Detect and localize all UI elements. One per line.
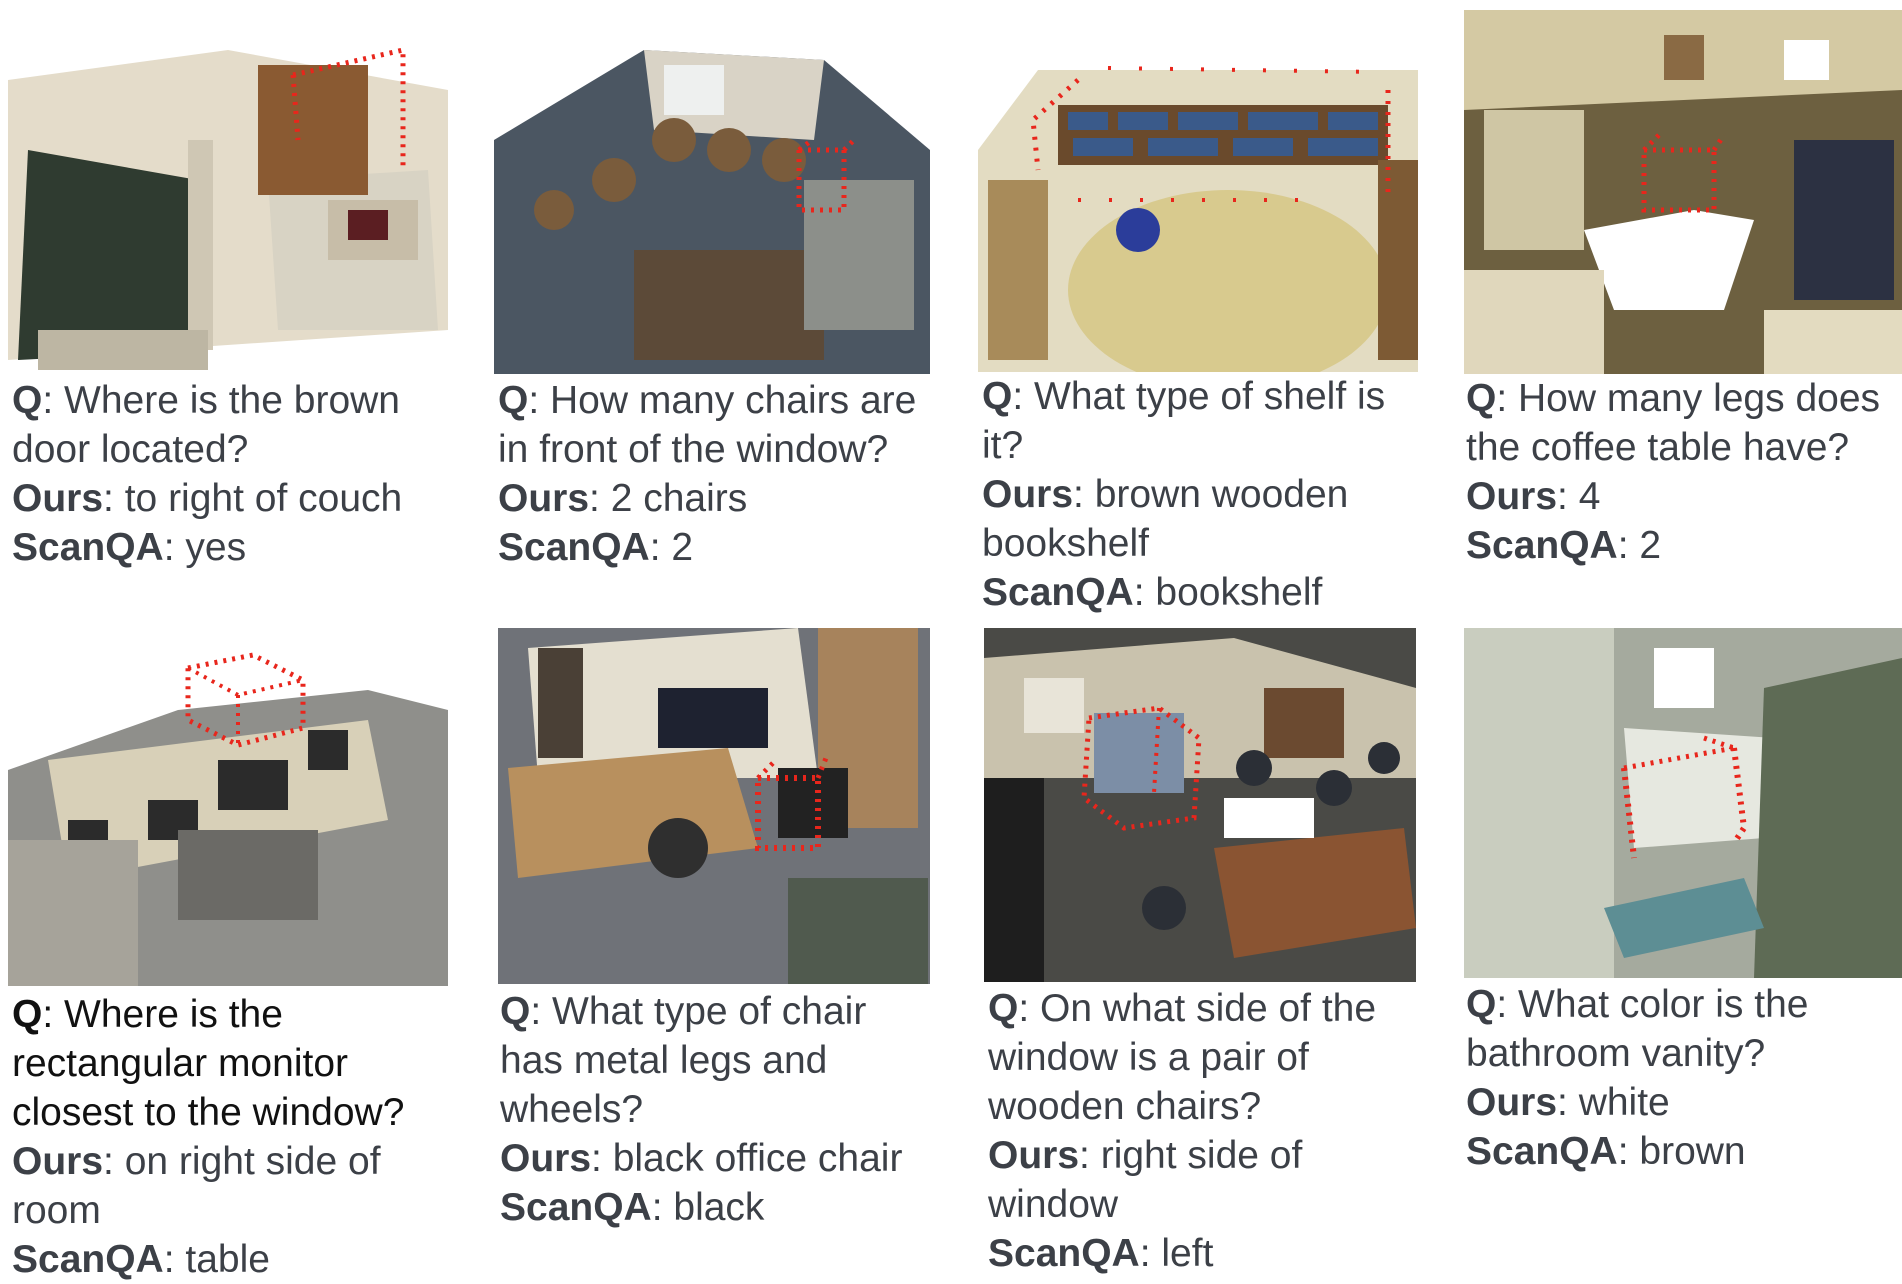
- caption-8: Q: What color is the bathroom vanity? Ou…: [1466, 983, 1809, 1173]
- caption-4: Q: How many legs does the coffee table h…: [1466, 377, 1881, 567]
- scanqa-label: ScanQA: [988, 1232, 1140, 1275]
- q-label: Q: [1466, 377, 1497, 420]
- scanqa-answer: left: [1161, 1232, 1214, 1275]
- scanqa-label: ScanQA: [12, 1238, 164, 1281]
- q-label: Q: [988, 987, 1019, 1030]
- scene-image-1: [8, 30, 448, 374]
- caption-6: Q: What type of chair has metal legs and…: [500, 990, 903, 1229]
- scanqa-answer: table: [185, 1238, 270, 1281]
- ours-label: Ours: [12, 477, 104, 520]
- q-label: Q: [1466, 983, 1497, 1026]
- ours-answer: right side of window: [988, 1134, 1303, 1226]
- ours-label: Ours: [982, 473, 1074, 516]
- scanqa-label: ScanQA: [1466, 524, 1618, 567]
- caption-2: Q: How many chairs are in front of the w…: [498, 379, 917, 569]
- q-label: Q: [982, 375, 1013, 418]
- scanqa-answer: 2: [671, 526, 694, 569]
- ours-label: Ours: [498, 477, 590, 520]
- caption-7: Q: On what side of the window is a pair …: [988, 987, 1377, 1275]
- q-label: Q: [498, 379, 529, 422]
- scanqa-label: ScanQA: [498, 526, 650, 569]
- question-text: Where is the brown door located?: [12, 379, 400, 471]
- scene-image-6: [498, 628, 930, 984]
- ours-label: Ours: [500, 1137, 592, 1180]
- scanqa-label: ScanQA: [500, 1186, 652, 1229]
- scanqa-answer: brown: [1639, 1130, 1746, 1173]
- q-label: Q: [12, 379, 43, 422]
- scanqa-answer: bookshelf: [1155, 571, 1323, 614]
- scanqa-answer: black: [673, 1186, 765, 1229]
- ours-answer: brown wooden bookshelf: [982, 473, 1349, 565]
- scanqa-label: ScanQA: [12, 526, 164, 569]
- question-text: On what side of the window is a pair of …: [988, 987, 1377, 1128]
- question-text: What type of chair has metal legs and wh…: [500, 990, 867, 1131]
- scene-image-2: [494, 30, 930, 374]
- question-text: How many chairs are in front of the wind…: [498, 379, 917, 471]
- scanqa-label: ScanQA: [982, 571, 1134, 614]
- caption-1: Q: Where is the brown door located? Ours…: [12, 379, 403, 569]
- question-text: What type of shelf is it?: [982, 375, 1386, 467]
- question-text: Where is the rectangular monitor closest…: [12, 993, 405, 1134]
- question-text: How many legs does the coffee table have…: [1466, 377, 1881, 469]
- ours-answer: to right of couch: [124, 477, 403, 520]
- ours-answer: 2 chairs: [610, 477, 748, 520]
- ours-label: Ours: [1466, 475, 1558, 518]
- caption-3: Q: What type of shelf is it? Ours: brown…: [982, 375, 1386, 614]
- ours-label: Ours: [988, 1134, 1080, 1177]
- caption-5: Q: Where is the rectangular monitor clos…: [12, 993, 405, 1281]
- q-label: Q: [500, 990, 531, 1033]
- scene-image-3: [978, 30, 1418, 372]
- scene-image-5: [8, 650, 448, 986]
- ours-answer: on right side of room: [12, 1140, 381, 1232]
- question-text: What color is the bathroom vanity?: [1466, 983, 1809, 1075]
- ours-label: Ours: [1466, 1081, 1558, 1124]
- scene-image-7: [984, 628, 1416, 982]
- ours-answer: 4: [1578, 475, 1601, 518]
- scanqa-answer: yes: [185, 526, 247, 569]
- q-label: Q: [12, 993, 43, 1036]
- ours-answer: black office chair: [612, 1137, 903, 1180]
- scene-image-4: [1464, 10, 1902, 374]
- scanqa-label: ScanQA: [1466, 1130, 1618, 1173]
- ours-label: Ours: [12, 1140, 104, 1183]
- ours-answer: white: [1578, 1081, 1670, 1124]
- scanqa-answer: 2: [1639, 524, 1662, 567]
- scene-image-8: [1464, 628, 1902, 978]
